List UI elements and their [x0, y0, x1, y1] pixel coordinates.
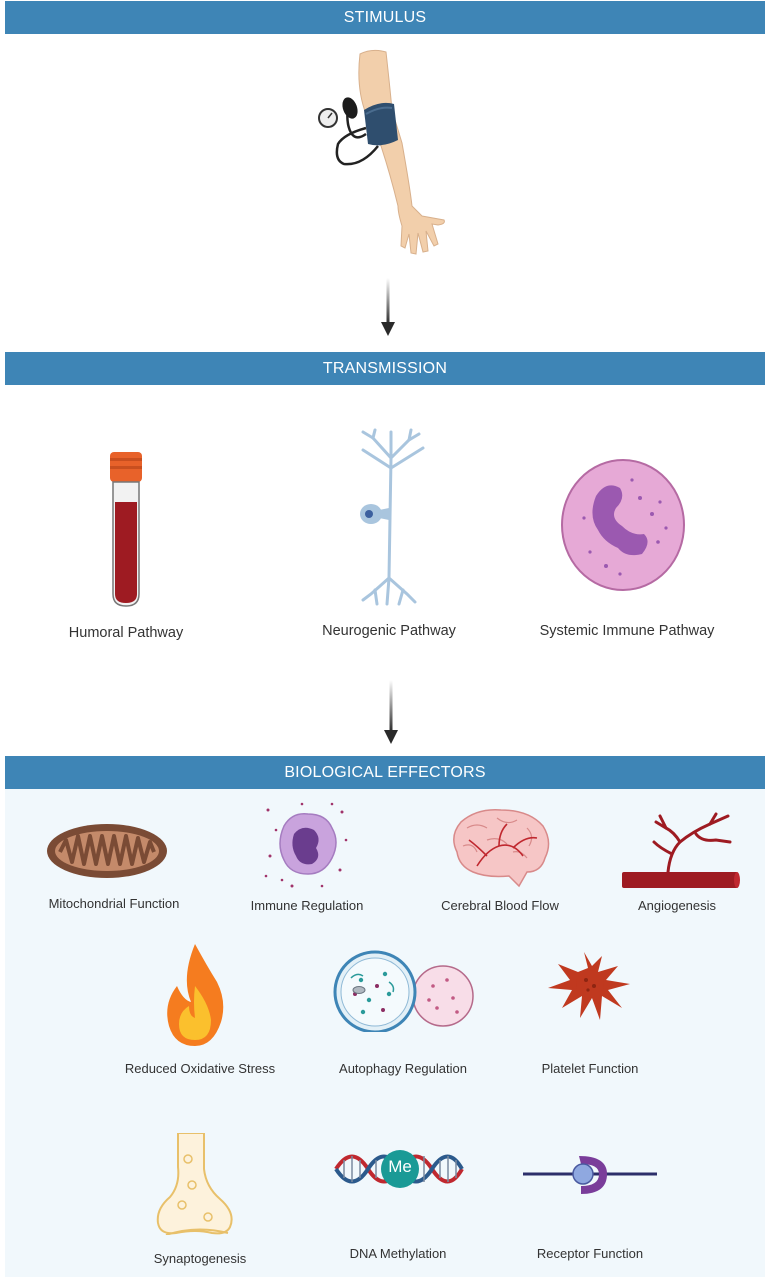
immune-cell-icon	[560, 458, 686, 592]
pathway-label-neurogenic: Neurogenic Pathway	[322, 623, 456, 639]
arm-cuff-icon	[310, 48, 460, 263]
receptor-icon	[523, 1152, 657, 1196]
effector-label-autophagy: Autophagy Regulation	[339, 1061, 467, 1076]
effector-label-dna-methylation: DNA Methylation	[349, 1246, 447, 1261]
transmission-title: TRANSMISSION	[322, 359, 448, 377]
effector-label-receptor: Receptor Function	[536, 1246, 644, 1261]
blood-tube-icon	[108, 452, 144, 608]
effector-label-synaptogenesis: Synaptogenesis	[153, 1251, 247, 1266]
effector-label-immune: Immune Regulation	[250, 898, 364, 913]
effector-label-oxidative: Reduced Oxidative Stress	[124, 1061, 276, 1076]
pathway-label-systemic-immune: Systemic Immune Pathway	[539, 623, 715, 639]
mitochondrion-icon	[46, 822, 168, 880]
autophagy-icon	[333, 950, 475, 1032]
blood-vessel-icon	[620, 812, 740, 892]
effectors-title: BIOLOGICAL EFFECTORS	[284, 763, 486, 781]
flame-icon	[163, 942, 227, 1048]
immune-cell-icon	[262, 800, 352, 890]
effector-label-platelet: Platelet Function	[541, 1061, 639, 1076]
effector-label-cerebral: Cerebral Blood Flow	[441, 898, 559, 913]
brain-icon	[447, 806, 553, 890]
arrow-down-icon	[380, 278, 396, 338]
synapse-icon	[156, 1133, 236, 1235]
stimulus-title: STIMULUS	[343, 8, 427, 26]
effector-label-angiogenesis: Angiogenesis	[637, 898, 717, 913]
pathway-label-humoral: Humoral Pathway	[68, 625, 184, 641]
effectors-banner: BIOLOGICAL EFFECTORS	[5, 756, 765, 789]
dna-methylation-icon	[334, 1140, 464, 1198]
transmission-banner: TRANSMISSION	[5, 352, 765, 385]
platelet-icon	[544, 948, 634, 1024]
methyl-mark: Me	[388, 1157, 412, 1176]
effector-label-mitochondrial: Mitochondrial Function	[48, 896, 180, 911]
neuron-icon	[353, 428, 429, 610]
stimulus-banner: STIMULUS	[5, 1, 765, 34]
arrow-down-icon	[383, 680, 399, 746]
